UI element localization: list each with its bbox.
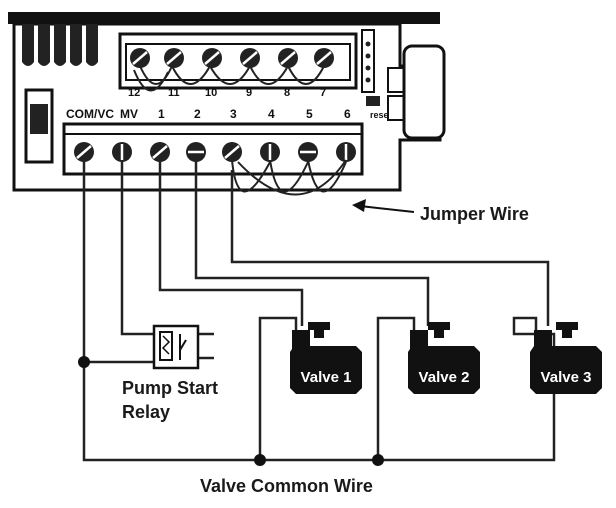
top-terminal-label: 12	[128, 87, 140, 99]
bottom-terminal-screws	[74, 142, 356, 162]
top-terminal-label: 8	[284, 87, 290, 99]
jumper-arrow-head	[352, 199, 366, 212]
valve-1-common	[258, 316, 298, 460]
indicator-leds	[361, 29, 375, 93]
common-wire	[82, 162, 556, 462]
valve-1: Valve 1	[290, 322, 362, 394]
connector-fingers	[22, 24, 98, 66]
pump-relay-label-line2: Relay	[122, 402, 170, 422]
terminal-label-com: COM/VC	[66, 107, 114, 121]
terminal-label-3: 3	[230, 107, 237, 121]
terminal-label-5: 5	[306, 107, 313, 121]
reset-button	[366, 96, 380, 106]
valve-1-label: Valve 1	[301, 369, 352, 386]
field-wires	[82, 162, 556, 462]
top-terminal-label: 7	[320, 87, 326, 99]
top-terminal-screws	[130, 48, 334, 68]
top-terminal-label: 10	[205, 87, 217, 99]
power-switch	[24, 88, 54, 164]
valve-3: Valve 3	[530, 322, 602, 394]
side-connector	[387, 44, 446, 140]
valve-3-label: Valve 3	[541, 369, 592, 386]
terminal-label-2: 2	[194, 107, 201, 121]
pump-relay-label-line1: Pump Start	[122, 378, 218, 398]
station-3-wire	[230, 170, 550, 326]
bottom-jumper-loops	[231, 159, 347, 196]
terminal-label-6: 6	[344, 107, 351, 121]
jumper-wire-label: Jumper Wire	[420, 204, 529, 224]
valve-2-label: Valve 2	[419, 369, 470, 386]
valve-3-common	[512, 316, 538, 332]
pump-start-relay	[152, 324, 200, 370]
station-1-wire	[158, 162, 304, 326]
terminal-label-1: 1	[158, 107, 165, 121]
controller-top-bar	[8, 12, 440, 24]
wire-junctions	[78, 356, 384, 466]
station-2-wire	[194, 162, 430, 326]
jumper-arrow-line	[359, 205, 415, 213]
top-jumper-loops	[133, 65, 325, 92]
valve-common-label: Valve Common Wire	[200, 476, 373, 496]
valve-2-common	[376, 316, 416, 460]
top-terminal-label: 11	[168, 87, 180, 99]
top-terminal-label: 9	[246, 87, 252, 99]
valve-2: Valve 2	[408, 322, 480, 394]
terminal-label-4: 4	[268, 107, 275, 121]
relay-output-leads	[198, 332, 214, 360]
terminal-label-mv: MV	[120, 107, 138, 121]
reset-label: reset	[370, 110, 392, 120]
mv-wire	[120, 162, 156, 336]
